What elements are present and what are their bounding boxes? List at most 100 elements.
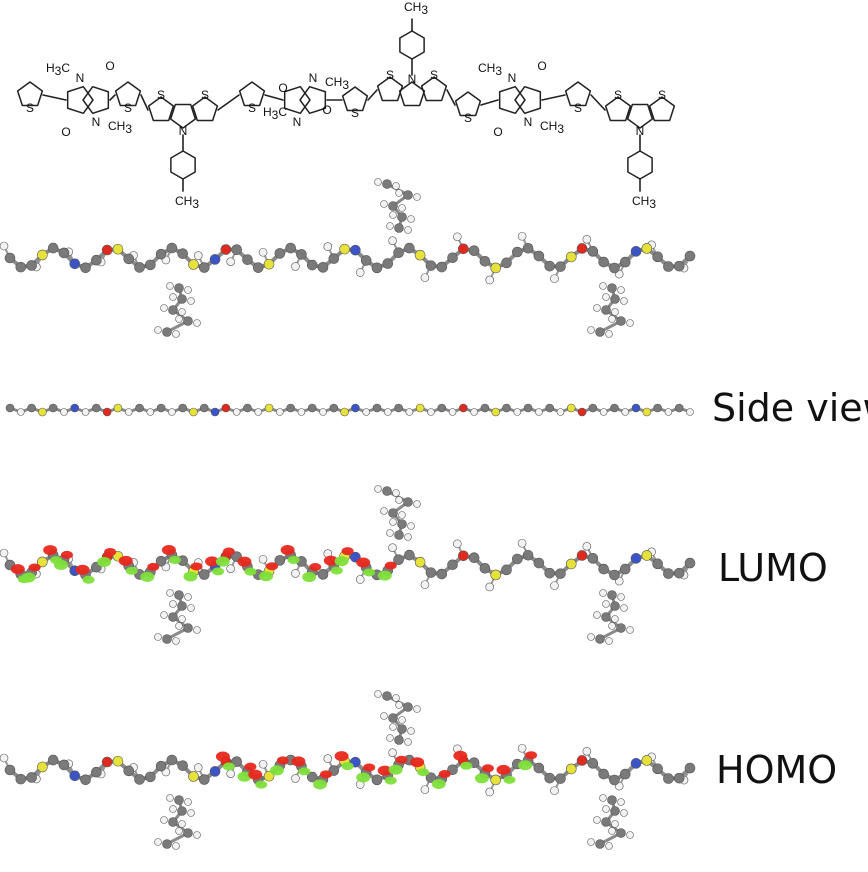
orbital-lobe: [259, 571, 273, 581]
carbon-atom: [469, 553, 479, 563]
orbital-lobe: [335, 556, 349, 566]
carbon-atom: [674, 568, 684, 578]
lumo-label: LUMO: [718, 546, 828, 590]
hydrogen-atom: [600, 795, 607, 802]
carbon-atom: [243, 404, 251, 412]
hydrogen-atom: [665, 409, 672, 416]
carbon-atom: [383, 692, 392, 701]
hydrogen-atom: [583, 747, 591, 755]
carbon-atom: [674, 261, 684, 271]
carbon-atom: [503, 404, 511, 412]
hydrogen-atom: [176, 623, 183, 630]
carbon-atom: [5, 765, 15, 775]
carbon-atom: [404, 191, 413, 200]
hydrogen-atom: [618, 799, 625, 806]
hydrogen-atom: [381, 508, 388, 515]
carbon-atom: [608, 591, 617, 600]
hydrogen-atom: [356, 268, 364, 276]
methyl-label: CH3: [108, 119, 132, 136]
hydrogen-atom: [588, 634, 595, 641]
nitrogen-atom: [350, 245, 360, 255]
hydrogen-atom: [390, 212, 397, 219]
carbon-atom: [395, 736, 404, 745]
orbital-lobe: [356, 557, 370, 567]
hydrogen-atom: [155, 327, 162, 334]
hydrogen-atom: [449, 409, 456, 416]
carbon-atom: [588, 758, 598, 768]
sulfur-atom: [642, 550, 652, 560]
orbital-lobe: [518, 760, 532, 770]
carbon-atom: [175, 796, 184, 805]
carbon-atom: [663, 569, 673, 579]
sulfur-atom: [491, 775, 501, 785]
oxygen-atom: [222, 404, 230, 412]
hydrogen-atom: [194, 832, 201, 839]
carbon-atom: [394, 248, 404, 258]
hydrogen-atom: [298, 409, 305, 416]
hydrogen-atom: [486, 788, 494, 796]
carbon-atom: [179, 404, 187, 412]
sulfur-label: S: [26, 101, 34, 115]
orbital-lobe: [183, 571, 197, 581]
oxygen-atom: [103, 408, 111, 416]
hydrogen-atom: [291, 774, 299, 782]
carbon-atom: [6, 404, 14, 412]
carbon-atom: [398, 213, 407, 222]
hydrogen-atom: [390, 724, 397, 731]
hydrogen-atom: [227, 258, 235, 266]
hydrogen-atom: [381, 713, 388, 720]
carbon-atom: [448, 253, 458, 263]
carbon-atom: [318, 262, 328, 272]
orbital-lobe: [389, 765, 403, 775]
carbon-atom: [675, 404, 683, 412]
sulfur-atom: [341, 408, 349, 416]
hydrogen-atom: [414, 501, 421, 508]
hydrogen-atom: [627, 320, 634, 327]
hydrogen-atom: [594, 305, 601, 312]
nitrogen-label: N: [309, 71, 318, 85]
hydrogen-atom: [188, 605, 195, 612]
carbon-atom: [617, 829, 626, 838]
carbon-atom: [654, 404, 662, 412]
hydrogen-atom: [188, 810, 195, 817]
orbital-lobe: [356, 772, 370, 782]
carbon-atom: [685, 251, 695, 261]
orbital-lobe: [147, 563, 159, 571]
hydrogen-atom: [518, 232, 526, 240]
nitrogen-label: N: [76, 71, 85, 85]
hydrogen-atom: [227, 565, 235, 573]
oxygen-label: O: [278, 81, 287, 95]
carbon-atom: [609, 263, 619, 273]
sulfur-atom: [643, 408, 651, 416]
side-view-label: Side view: [712, 386, 868, 430]
carbon-atom: [169, 613, 178, 622]
hydrogen-atom: [173, 331, 180, 338]
carbon-atom: [512, 247, 522, 257]
methyl-label: CH3: [540, 119, 564, 136]
carbon-atom: [5, 253, 15, 263]
hydrogen-atom: [390, 519, 397, 526]
carbon-atom: [555, 569, 565, 579]
carbon-atom: [599, 564, 609, 574]
nitrogen-label: N: [508, 71, 517, 85]
carbon-atom: [481, 404, 489, 412]
carbon-atom: [426, 261, 436, 271]
carbon-atom: [437, 569, 447, 579]
sulfur-atom: [642, 243, 652, 253]
hydrogen-atom: [603, 806, 610, 813]
carbon-atom: [48, 243, 58, 253]
oxygen-atom: [578, 408, 586, 416]
hydrogen-atom: [518, 744, 526, 752]
hydrogen-atom: [621, 810, 628, 817]
carbon-atom: [599, 769, 609, 779]
orbital-lobe: [76, 565, 90, 575]
carbon-atom: [611, 295, 620, 304]
hydrogen-atom: [0, 754, 8, 762]
hydrogen-atom: [627, 832, 634, 839]
bond: [265, 95, 283, 100]
hydrogen-atom: [0, 242, 8, 250]
carbon-atom: [287, 404, 295, 412]
methyl-label: CH3: [325, 75, 349, 92]
hydrogen-atom: [583, 542, 591, 550]
sulfur-atom: [113, 756, 123, 766]
